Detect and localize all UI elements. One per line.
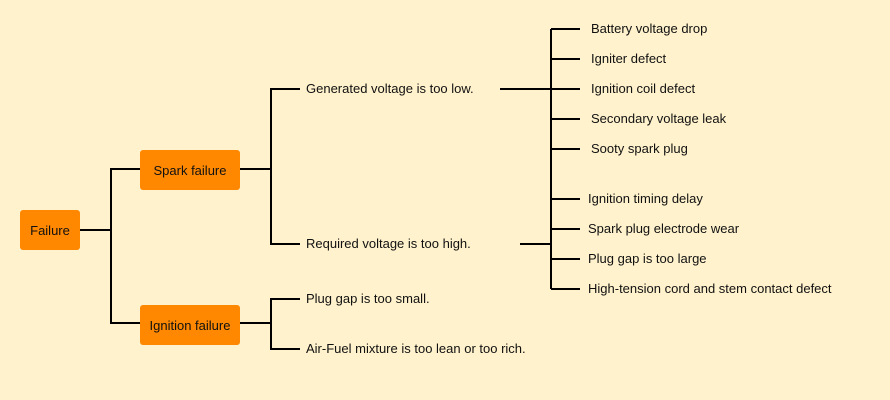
detail-item: Ignition timing delay [588, 191, 703, 206]
detail-item: Spark plug electrode wear [588, 221, 740, 236]
detail-item: Sooty spark plug [591, 141, 688, 156]
node-failure[interactable]: Failure [20, 210, 80, 250]
node-failure-label: Failure [30, 222, 70, 238]
detail-item: Plug gap is too large [588, 251, 707, 266]
bracket-root [110, 168, 140, 324]
cause-plug-gap-small: Plug gap is too small. [306, 291, 430, 306]
node-spark-failure-label: Spark failure [153, 162, 227, 178]
node-ignition-failure[interactable]: Ignition failure [140, 305, 240, 345]
detail-item: Battery voltage drop [591, 21, 708, 36]
cause-air-fuel-mixture: Air-Fuel mixture is too lean or too rich… [306, 341, 526, 356]
bracket-ignition [270, 298, 300, 350]
cause-generated-voltage-low: Generated voltage is too low. [306, 81, 474, 96]
detail-item: Igniter defect [591, 51, 667, 66]
node-ignition-failure-label: Ignition failure [149, 317, 231, 333]
detail-item: Ignition coil defect [591, 81, 696, 96]
detail-item: High-tension cord and stem contact defec… [588, 281, 832, 296]
bracket-spark [270, 88, 300, 245]
detail-item: Secondary voltage leak [591, 111, 727, 126]
node-spark-failure[interactable]: Spark failure [140, 150, 240, 190]
cause-required-voltage-high: Required voltage is too high. [306, 236, 471, 251]
